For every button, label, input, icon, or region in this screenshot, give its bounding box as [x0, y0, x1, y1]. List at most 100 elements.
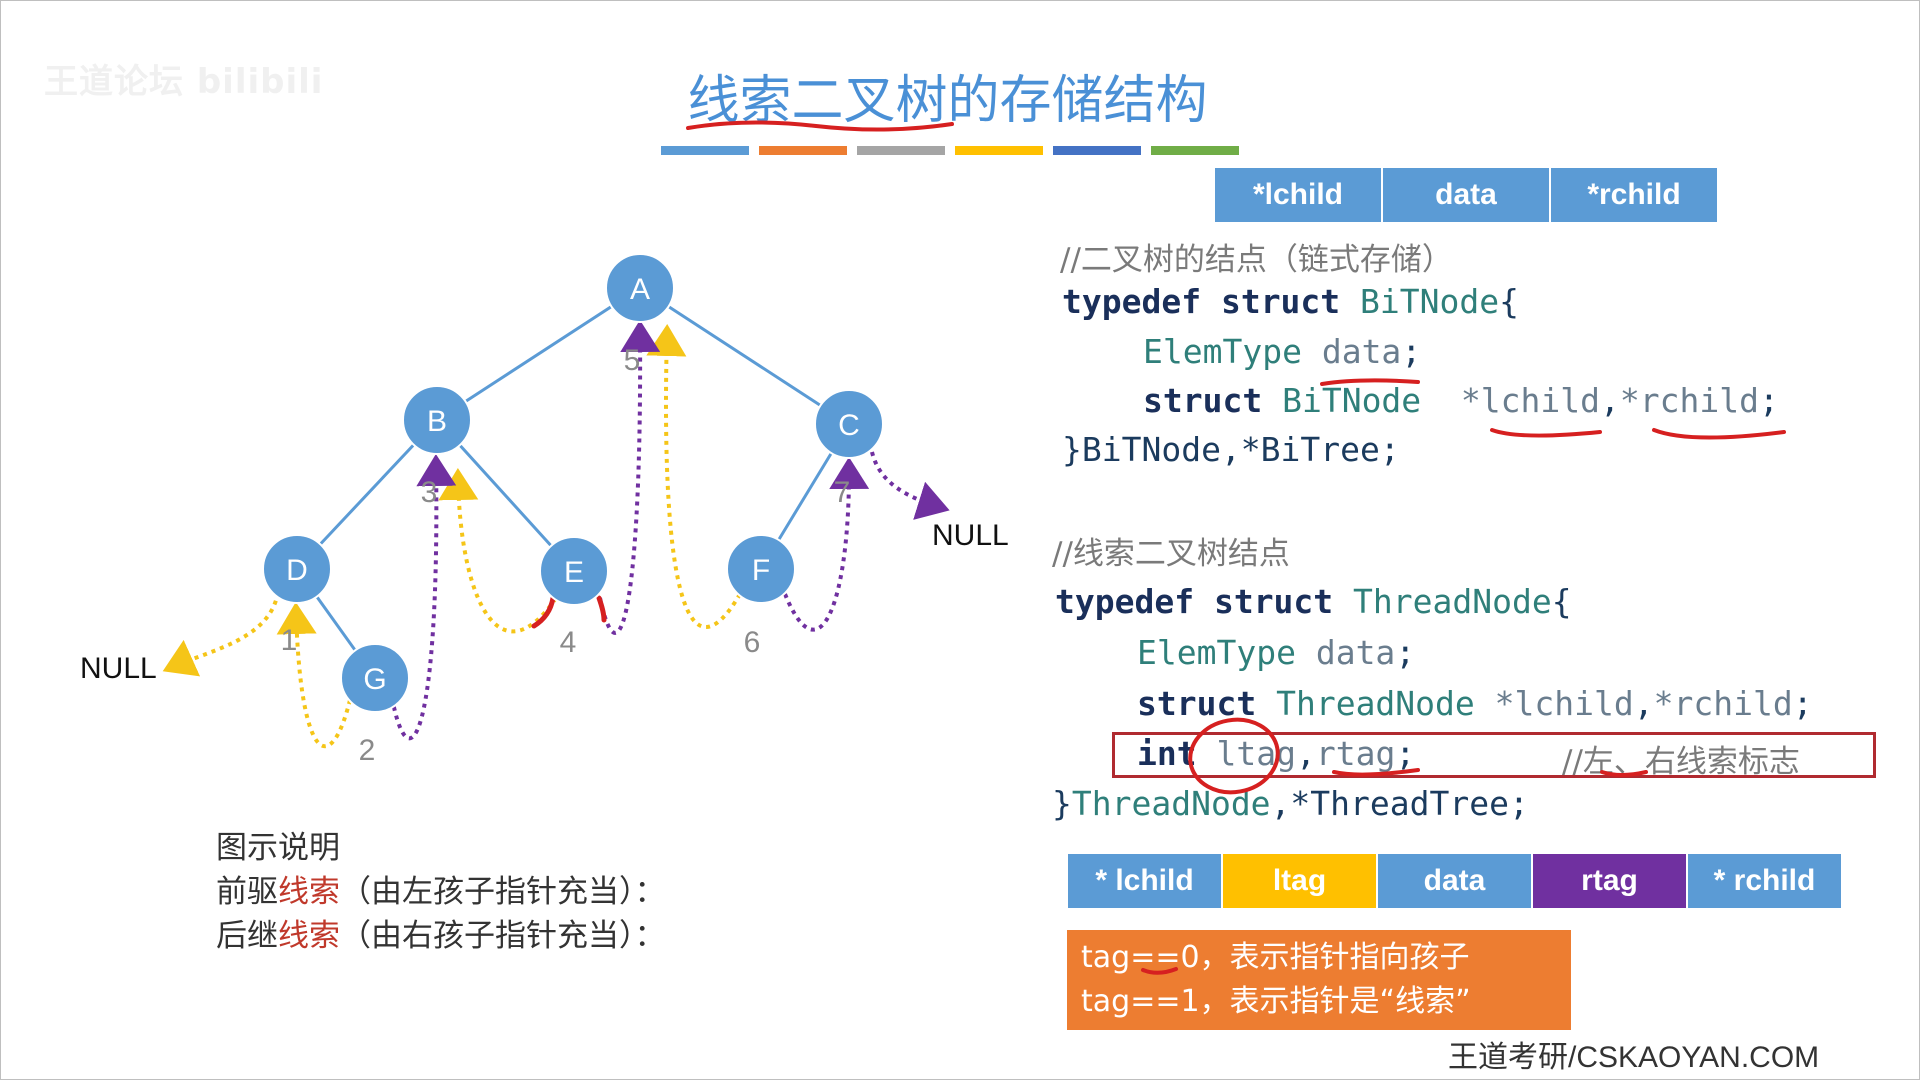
succ-thread-C-null: [870, 451, 950, 520]
closing-brace: }: [1052, 784, 1072, 823]
legend: 图示说明 前驱线索（由左孩子指针充当）： 后继线索（由右孩子指针充当）：: [216, 826, 666, 958]
color-bar-segment: [759, 146, 847, 155]
field-rchild: *rchild: [1551, 168, 1719, 222]
tree-node: [340, 643, 410, 713]
node-label: E: [564, 556, 584, 589]
node-label: B: [427, 405, 447, 438]
succ-thread-G-B: [390, 454, 457, 741]
tag-comment: //左、右线索标志: [1562, 744, 1800, 780]
node-label: G: [363, 663, 386, 696]
data-field: data: [1321, 332, 1402, 371]
node-label: C: [838, 409, 860, 442]
pred-thread-F-A: [646, 324, 742, 629]
inorder-number: 4: [560, 626, 577, 659]
keyword-int: int: [1137, 734, 1197, 773]
watermark: 王道论坛 bilibili: [44, 62, 324, 102]
succ-thread-E-A: [598, 320, 661, 635]
inorder-number: 2: [359, 734, 376, 767]
rchild-pointer: *rchild: [1619, 381, 1759, 420]
field-rtag: rtag: [1533, 854, 1688, 908]
field-rchild: * rchild: [1688, 854, 1843, 908]
node-label: F: [752, 554, 770, 587]
null-label: NULL: [932, 519, 1009, 552]
color-bar-segment: [661, 146, 749, 155]
comma: ,: [1295, 734, 1316, 773]
semicolon: ;: [1395, 734, 1416, 773]
tag-explanation-box: tag==0，表示指针指向孩子 tag==1，表示指针是“线索”: [1067, 930, 1571, 1030]
brace-open: {: [1499, 282, 1519, 321]
threadnode-field-header: * lchild ltag data rtag * rchild: [1068, 854, 1843, 908]
tree-node: [402, 385, 472, 455]
color-bar-segment: [857, 146, 945, 155]
lchild-pointer: *lchild: [1460, 381, 1600, 420]
legend-pred-word: 线索: [278, 874, 340, 910]
keyword-typedef: typedef: [1062, 282, 1202, 321]
red-mark: [596, 595, 607, 623]
field-data: data: [1378, 854, 1533, 908]
legend-title: 图示说明: [216, 830, 340, 866]
tree-node: [539, 536, 609, 606]
type-name: ThreadNode: [1353, 582, 1552, 621]
data-field: data: [1315, 633, 1396, 672]
type-name: BiTNode: [1282, 381, 1422, 420]
comma: ,: [1633, 684, 1654, 723]
semicolon: ;: [1395, 633, 1416, 672]
type-name: ThreadNode: [1276, 684, 1475, 723]
legend-succ: 后继线索（由右孩子指针充当）：: [216, 914, 666, 958]
ltag-field: ltag: [1216, 734, 1296, 773]
color-bar: [661, 146, 1249, 155]
legend-succ-prefix: 后继: [216, 918, 278, 954]
tree-edge-A-C: [639, 286, 850, 426]
lchild-pointer: *lchild: [1494, 684, 1634, 723]
tree-node: [726, 534, 796, 604]
null-label: NULL: [80, 652, 157, 685]
legend-succ-word: 线索: [278, 918, 340, 954]
keyword-struct: struct: [1137, 684, 1257, 723]
inorder-number: 6: [744, 626, 761, 659]
inorder-number: 5: [624, 344, 641, 377]
succ-thread-F-C: [783, 457, 870, 632]
pred-thread-D-null: [162, 591, 280, 677]
field-data: data: [1383, 168, 1551, 222]
tree-node: [262, 534, 332, 604]
threadnode-comment: //线索二叉树结点: [1052, 536, 1290, 572]
title-underline-annotation: [686, 120, 954, 132]
bitnode-field-header: *lchild data *rchild: [1215, 168, 1719, 222]
closing-rest: ,*ThreadTree;: [1270, 784, 1529, 823]
tree-nodes: [262, 253, 884, 713]
elemtype: ElemType: [1143, 332, 1302, 371]
semicolon: ;: [1792, 684, 1813, 723]
code-annotations: [1188, 378, 1786, 795]
pred-thread-G-D: [276, 602, 352, 749]
rtag-field: rtag: [1315, 734, 1396, 773]
legend-succ-suffix: （由右孩子指针充当）：: [340, 918, 666, 954]
elemtype: ElemType: [1137, 633, 1296, 672]
legend-pred: 前驱线索（由左孩子指针充当）：: [216, 870, 666, 914]
field-lchild: *lchild: [1215, 168, 1383, 222]
inorder-number: 3: [421, 476, 438, 509]
legend-pred-suffix: （由左孩子指针充当）：: [340, 874, 666, 910]
tag-zero-annotation: [1141, 967, 1178, 975]
node-label: D: [286, 554, 308, 587]
comma: ,: [1600, 381, 1620, 420]
bitnode-line-typedef: typedef struct BiTNode{: [1062, 282, 1519, 321]
tag-explain-line: tag==1，表示指针是“线索”: [1081, 984, 1471, 1019]
threaded-tree-diagram: A B C D E F G 1 2 3 4 5 6 7 NULL NULL: [80, 253, 1009, 767]
rchild-pointer: *rchild: [1653, 684, 1793, 723]
bitnode-line-pointers: struct BiTNode *lchild,*rchild;: [1143, 381, 1779, 420]
node-label: A: [630, 273, 650, 306]
inorder-number: 7: [834, 476, 851, 509]
semicolon: ;: [1401, 332, 1422, 371]
color-bar-segment: [1151, 146, 1239, 155]
keyword-struct: struct: [1143, 381, 1263, 420]
color-bar-segment: [1053, 146, 1141, 155]
bitnode-line-data: ElemType data;: [1143, 332, 1421, 371]
threadnode-line-data: ElemType data;: [1137, 633, 1415, 672]
bitnode-comment: //二叉树的结点（链式存储）: [1060, 242, 1453, 278]
field-lchild: * lchild: [1068, 854, 1223, 908]
tree-node: [605, 253, 675, 323]
keyword-struct: struct: [1220, 282, 1341, 321]
footer-brand: 王道考研/CSKAOYAN.COM: [1448, 1041, 1820, 1074]
tree-node: [814, 389, 884, 459]
brace-open: {: [1551, 582, 1572, 621]
